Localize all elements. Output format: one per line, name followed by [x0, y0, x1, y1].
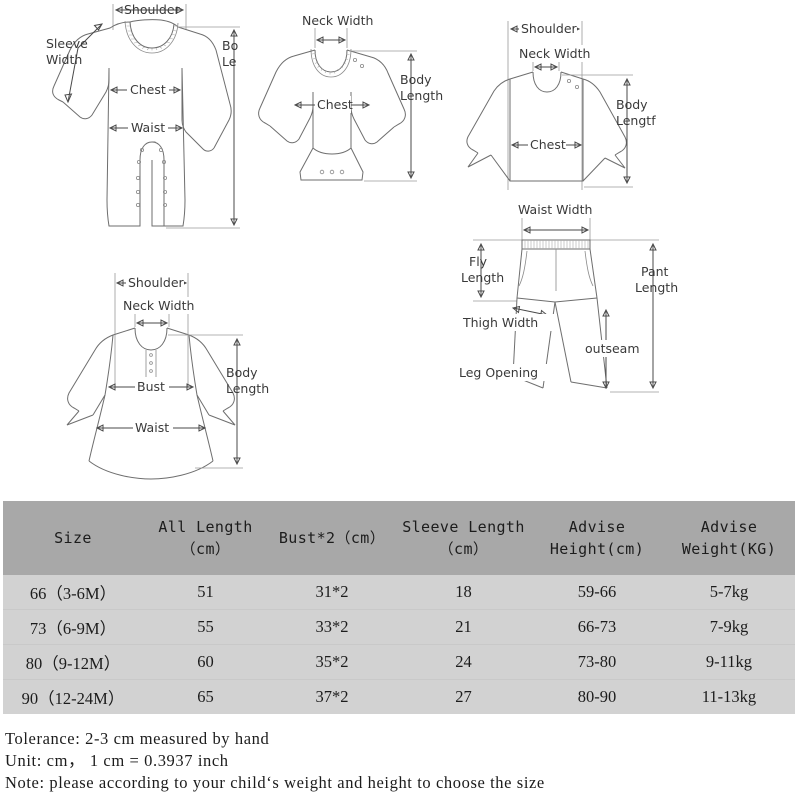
diagram-dress: Shoulder Neck Width: [45, 265, 285, 485]
top-body-length-label-line1: Body: [616, 97, 648, 112]
column-header-bust-line1: Bust*2（cm）: [278, 528, 386, 547]
dress-bust-label: Bust: [137, 379, 165, 394]
top-neck-width-label: Neck Width: [519, 46, 590, 61]
cell-advise-height: 80-90: [531, 679, 663, 714]
column-header-sleeve-length-line2: （cm）: [438, 540, 489, 558]
romper-sleeve-width-label-line2: Width: [46, 52, 82, 67]
diagram-pants: Waist Width Fly Length: [455, 196, 700, 411]
romper-body-length-label-line2: Le: [222, 54, 237, 69]
table-header-row: Size All Length （cm） Bust*2（cm） Sleeve L…: [3, 501, 795, 575]
dress-waist-label: Waist: [135, 420, 169, 435]
diagram-romper: Shoulder: [18, 0, 268, 250]
bodysuit-neck-width-label: Neck Width: [302, 13, 373, 28]
cell-advise-weight: 9-11kg: [663, 644, 795, 680]
cell-advise-weight: 5-7kg: [663, 575, 795, 610]
cell-bust: 35*2: [268, 644, 396, 680]
cell-size: 90（12-24M）: [3, 679, 143, 714]
pants-fly-length-label-line1: Fly: [469, 254, 488, 269]
bodysuit-body-length-label-line2: Length: [400, 88, 443, 103]
romper-waist-label: Waist: [131, 120, 165, 135]
cell-all-length: 65: [143, 679, 268, 714]
column-header-advise-weight: Advise Weight(KG): [663, 501, 795, 575]
dress-body-length-label-line1: Body: [226, 365, 258, 380]
table-row: 80（9-12M） 60 35*2 24 73-80 9-11kg: [3, 644, 795, 680]
cell-size: 73（6-9M）: [3, 609, 143, 645]
pants-pant-length-label-line2: Length: [635, 280, 678, 295]
table-row: 73（6-9M） 55 33*2 21 66-73 7-9kg: [3, 609, 795, 645]
bodysuit-body-length-label-line1: Body: [400, 72, 432, 87]
cell-sleeve-length: 18: [396, 575, 531, 610]
column-header-advise-height-line1: Advise: [568, 517, 626, 536]
column-header-sleeve-length-line1: Sleeve Length: [402, 517, 525, 536]
dress-neck-width-label: Neck Width: [123, 298, 194, 313]
cell-advise-weight: 7-9kg: [663, 609, 795, 645]
cell-all-length: 55: [143, 609, 268, 645]
top-shoulder-label: Shoulder: [521, 21, 578, 36]
column-header-advise-weight-line1: Advise: [700, 517, 758, 536]
cell-advise-weight: 11-13kg: [663, 679, 795, 714]
romper-chest-label: Chest: [130, 82, 166, 97]
cell-bust: 33*2: [268, 609, 396, 645]
column-header-advise-height-line2: Height(cm): [549, 540, 645, 558]
pants-outseam-label: outseam: [585, 341, 640, 356]
column-header-advise-height: Advise Height(cm): [531, 501, 663, 575]
diagram-top: Shoulder Neck Width: [455, 5, 675, 195]
cell-size: 80（9-12M）: [3, 644, 143, 680]
pants-fly-length-label-line2: Length: [461, 270, 504, 285]
column-header-all-length-line1: All Length: [158, 517, 253, 536]
pants-thigh-width-label: Thigh Width: [462, 315, 538, 330]
cell-sleeve-length: 24: [396, 644, 531, 680]
note-sizing-advice: Note: please according to your child‘s w…: [5, 773, 545, 792]
romper-body-length-label-line1: Bo: [222, 38, 238, 53]
cell-all-length: 60: [143, 644, 268, 680]
cell-advise-height: 73-80: [531, 644, 663, 680]
cell-sleeve-length: 21: [396, 609, 531, 645]
column-header-all-length: All Length （cm）: [143, 501, 268, 575]
pants-pant-length-label-line1: Pant: [641, 264, 669, 279]
footer-notes: Tolerance: 2-3 cm measured by hand Unit:…: [5, 728, 795, 794]
cell-sleeve-length: 27: [396, 679, 531, 714]
top-chest-label: Chest: [530, 137, 566, 152]
table-row: 66（3-6M） 51 31*2 18 59-66 5-7kg: [3, 575, 795, 610]
cell-bust: 31*2: [268, 575, 396, 610]
column-header-sleeve-length: Sleeve Length （cm）: [396, 501, 531, 575]
column-header-size-line1: Size: [54, 528, 92, 547]
top-body-length-label-line2: Lengtf: [616, 113, 656, 128]
size-chart-table: Size All Length （cm） Bust*2（cm） Sleeve L…: [3, 501, 795, 714]
note-unit: Unit: cm， 1 cm = 0.3937 inch: [5, 751, 229, 770]
bodysuit-chest-label: Chest: [317, 97, 353, 112]
column-header-advise-weight-line2: Weight(KG): [681, 540, 777, 558]
cell-advise-height: 59-66: [531, 575, 663, 610]
table-row: 90（12-24M） 65 37*2 27 80-90 11-13kg: [3, 679, 795, 714]
romper-sleeve-width-label-line1: Sleeve: [46, 36, 88, 51]
note-tolerance: Tolerance: 2-3 cm measured by hand: [5, 729, 270, 748]
cell-size: 66（3-6M）: [3, 575, 143, 610]
cell-bust: 37*2: [268, 679, 396, 714]
cell-all-length: 51: [143, 575, 268, 610]
measurement-diagrams-area: Shoulder: [18, 0, 700, 485]
cell-advise-height: 66-73: [531, 609, 663, 645]
column-header-all-length-line2: （cm）: [180, 540, 231, 558]
romper-shoulder-label: Shoulder: [124, 2, 181, 17]
dress-body-length-label-line2: Length: [226, 381, 269, 396]
pants-leg-opening-label: Leg Opening: [459, 365, 538, 380]
dress-shoulder-label: Shoulder: [128, 275, 185, 290]
column-header-bust: Bust*2（cm）: [268, 501, 396, 575]
column-header-size: Size: [3, 501, 143, 575]
pants-waist-width-label: Waist Width: [518, 202, 592, 217]
diagram-bodysuit: Neck Width: [252, 0, 452, 200]
